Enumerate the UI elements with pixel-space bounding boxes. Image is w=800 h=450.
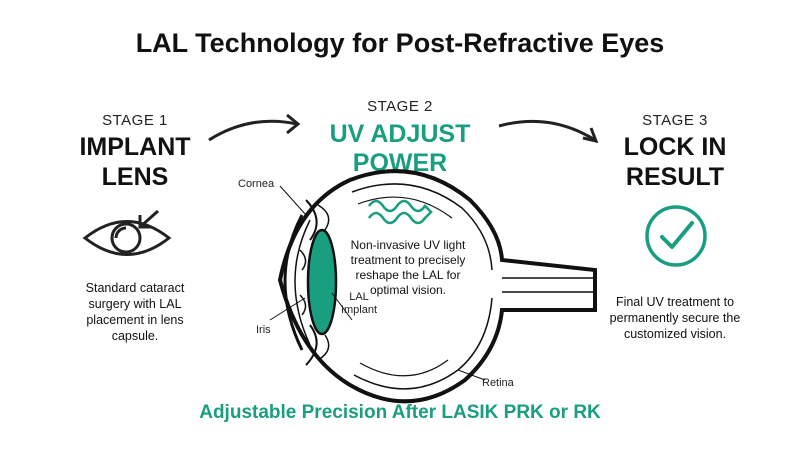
eye-cross-section-diagram <box>269 169 597 404</box>
stage-1-desc-line: placement in lens <box>86 313 184 327</box>
stage-3-heading-line1: LOCK IN <box>623 133 727 161</box>
lal-implant-label: LAL Implant <box>339 291 379 317</box>
eye-with-arrow-icon <box>82 209 172 256</box>
stage-1-desc-line: capsule. <box>111 329 159 343</box>
stage-2-desc-line: reshape the LAL for <box>355 268 461 282</box>
stage-3-label: STAGE 3 <box>642 112 708 129</box>
stage-2-label: STAGE 2 <box>367 98 433 115</box>
page-title: LAL Technology for Post-Refractive Eyes <box>135 28 665 58</box>
iris-label: Iris <box>256 324 271 336</box>
stage-2-desc-line: optimal vision. <box>369 283 447 297</box>
stage-2-desc-line: treatment to precisely <box>350 253 466 267</box>
cornea-label: Cornea <box>238 178 275 190</box>
footer-tagline: Adjustable Precision After LASIK PRK or … <box>199 402 601 423</box>
uv-wave-icon <box>367 199 433 225</box>
stage-3-desc-line: permanently secure the <box>609 311 741 325</box>
stage-3-desc-line: customized vision. <box>623 327 727 341</box>
stage-1-label: STAGE 1 <box>102 112 168 129</box>
arrow-stage1-to-stage2-icon <box>208 113 301 142</box>
lal-implant-label-line1: LAL <box>349 291 369 303</box>
retina-label: Retina <box>482 377 514 389</box>
arrow-stage2-to-stage3-icon <box>498 119 599 144</box>
lal-implant-label-line2: Implant <box>340 304 378 316</box>
stage-2-desc-line: Non-invasive UV light <box>350 238 466 252</box>
check-circle-icon <box>645 205 707 267</box>
stage-3-desc-line: Final UV treatment to <box>615 295 735 309</box>
stage-3-heading-line2: RESULT <box>625 163 725 191</box>
stage-1-desc-line: Standard cataract <box>85 281 185 295</box>
stage-1-heading-line2: LENS <box>101 163 169 191</box>
stage-1-desc-line: surgery with LAL <box>88 297 182 311</box>
stage-1-heading-line1: IMPLANT <box>79 133 191 161</box>
stage-2-heading-line1: UV ADJUST <box>329 120 471 148</box>
